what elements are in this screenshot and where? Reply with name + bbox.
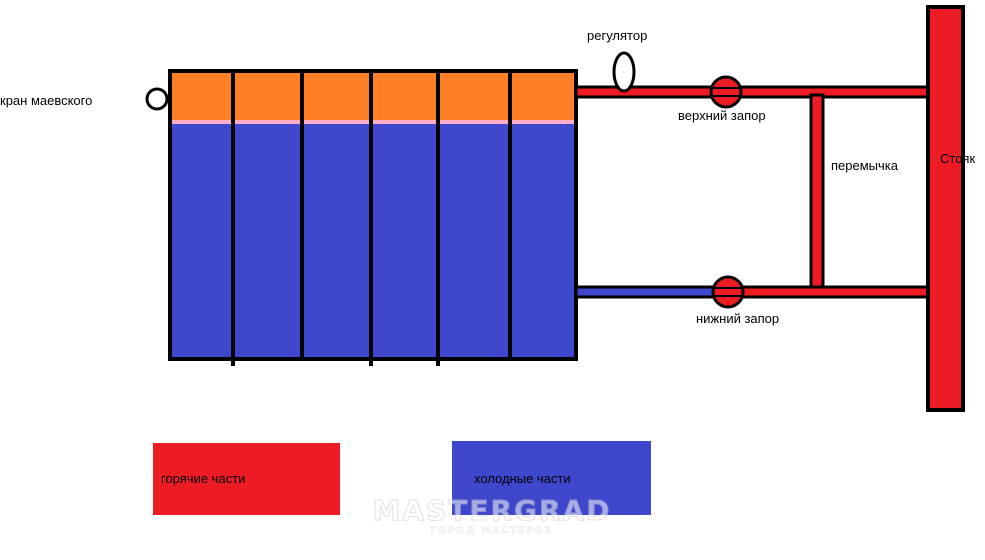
bypass-pipe (809, 93, 825, 289)
label-bypass: перемычка (831, 158, 899, 173)
legend-hot-swatch (153, 443, 340, 515)
upper-shutoff-valve-icon (709, 75, 743, 109)
label-lower-shutoff-valve: нижний запор (696, 311, 779, 326)
watermark-name: MASTERGRAD (373, 494, 612, 527)
radiator (168, 69, 578, 366)
lower-shutoff-valve-icon (711, 275, 745, 309)
regulator-icon (612, 51, 636, 93)
legend-hot-label: горячие части (161, 471, 245, 486)
legend: горячие части холодные части (153, 441, 651, 515)
label-mayevsky-valve: кран маевского (0, 93, 92, 108)
lower-return-pipe-cold (574, 285, 728, 299)
legend-cold-label: холодные части (474, 471, 571, 486)
label-riser: Стояк (940, 151, 975, 166)
riser-pipe (926, 5, 965, 412)
label-regulator: регулятор (587, 28, 647, 43)
label-upper-shutoff-valve: верхний запор (678, 108, 766, 123)
watermark-tagline: ГОРОД МАСТЕРОВ (431, 526, 554, 536)
lower-return-pipe-hot (724, 285, 937, 299)
mayevsky-valve-icon (145, 87, 169, 111)
legend-cold-swatch (452, 441, 651, 515)
watermark: MASTERGRAD ГОРОД МАСТЕРОВ (372, 494, 612, 537)
